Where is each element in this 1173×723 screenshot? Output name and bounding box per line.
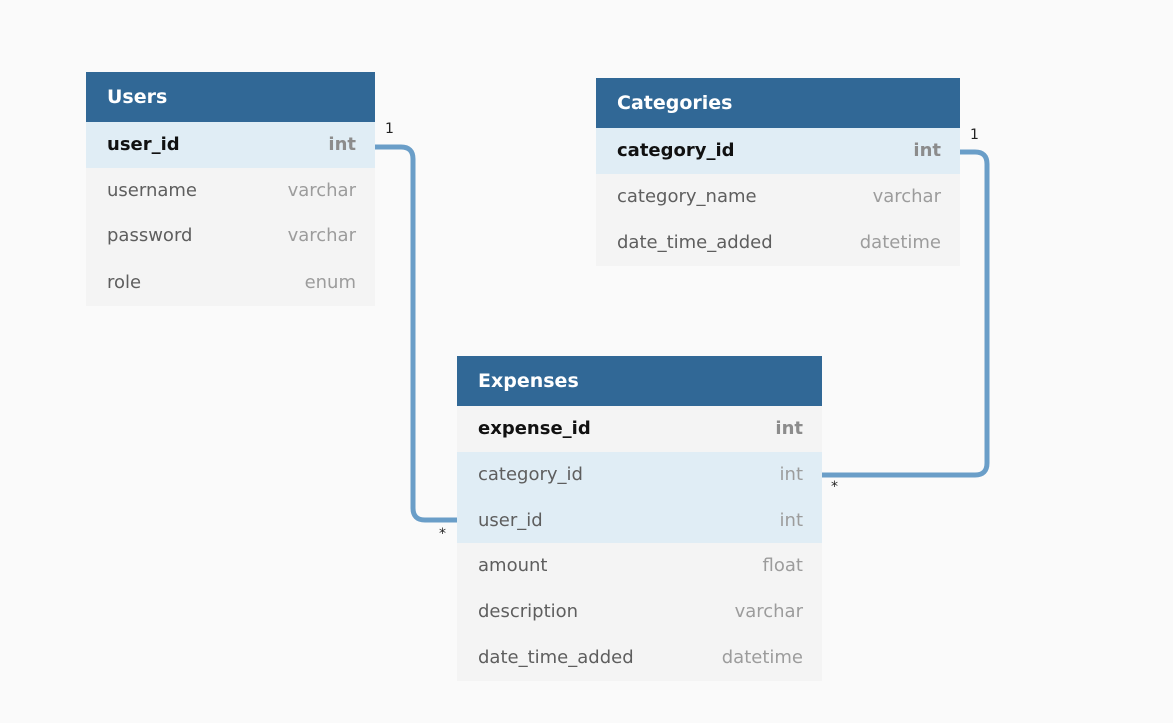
users-table[interactable]: Users user_id int username varchar passw…: [86, 72, 375, 306]
categories-field-category-name[interactable]: category_name varchar: [596, 173, 960, 219]
field-name: user_id: [478, 509, 543, 531]
expenses-field-amount[interactable]: amount float: [457, 543, 822, 589]
users-table-header[interactable]: Users: [86, 72, 375, 122]
field-type: int: [779, 464, 803, 486]
field-type: float: [762, 555, 803, 577]
categories-field-date-time-added[interactable]: date_time_added datetime: [596, 219, 960, 266]
categories-table-header[interactable]: Categories: [596, 78, 960, 128]
users-relation-one-label: 1: [385, 121, 394, 137]
users-field-user-id[interactable]: user_id int: [86, 122, 375, 168]
field-name: expense_id: [478, 418, 591, 440]
field-name: category_name: [617, 185, 757, 207]
field-type: varchar: [287, 225, 356, 247]
categories-relation-many-label: *: [831, 479, 838, 495]
expenses-table-header[interactable]: Expenses: [457, 356, 822, 406]
expenses-field-date-time-added[interactable]: date_time_added datetime: [457, 634, 822, 682]
field-name: description: [478, 601, 579, 623]
users-expenses-connector[interactable]: [375, 144, 457, 523]
expenses-field-category-id[interactable]: category_id int: [457, 451, 822, 498]
field-name: date_time_added: [478, 647, 634, 669]
expenses-table[interactable]: Expenses expense_id int category_id int …: [457, 356, 822, 682]
field-name: user_id: [107, 134, 180, 156]
users-field-username[interactable]: username varchar: [86, 167, 375, 213]
users-field-role[interactable]: role enum: [86, 258, 375, 306]
categories-expenses-connector[interactable]: [822, 149, 990, 478]
field-type: datetime: [859, 232, 941, 253]
field-type: int: [775, 418, 803, 440]
field-type: int: [328, 134, 356, 156]
field-name: username: [107, 179, 197, 201]
categories-relation-one-label: 1: [970, 127, 979, 143]
expenses-field-expense-id[interactable]: expense_id int: [457, 406, 822, 452]
field-name: role: [107, 271, 142, 293]
field-type: datetime: [721, 647, 803, 669]
field-type: varchar: [872, 185, 941, 207]
categories-field-category-id[interactable]: category_id int: [596, 128, 960, 174]
field-name: date_time_added: [617, 232, 773, 253]
categories-table[interactable]: Categories category_id int category_name…: [596, 78, 960, 266]
field-name: category_id: [478, 464, 583, 486]
users-relation-many-label: *: [439, 526, 446, 542]
field-type: int: [913, 140, 941, 162]
field-type: int: [779, 509, 803, 531]
expenses-field-user-id[interactable]: user_id int: [457, 497, 822, 544]
expenses-field-description[interactable]: description varchar: [457, 588, 822, 635]
field-type: varchar: [287, 179, 356, 201]
field-name: password: [107, 225, 193, 247]
field-name: amount: [478, 555, 548, 577]
field-type: varchar: [734, 601, 803, 623]
field-name: category_id: [617, 140, 735, 162]
users-field-password[interactable]: password varchar: [86, 213, 375, 259]
field-type: enum: [304, 271, 356, 293]
